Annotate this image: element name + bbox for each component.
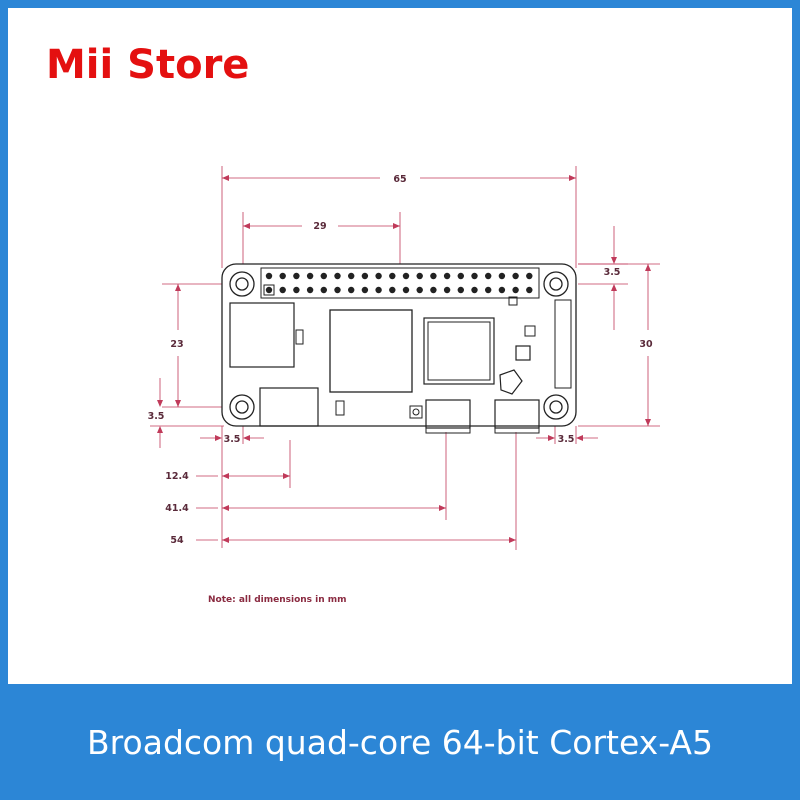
board-outline bbox=[221, 263, 577, 427]
gpio-pin bbox=[443, 272, 451, 280]
units-note: Note: all dimensions in mm bbox=[208, 595, 347, 605]
gpio-header bbox=[260, 267, 540, 299]
dim-mini-hdmi: 12.4 bbox=[165, 471, 189, 482]
gpio-pin bbox=[485, 272, 492, 280]
dim-width-total: 65 bbox=[393, 174, 406, 185]
gpio-pin bbox=[389, 272, 396, 280]
gpio-pin bbox=[485, 286, 492, 294]
mounting-holes bbox=[229, 271, 569, 420]
gpio-pin bbox=[471, 286, 478, 294]
gpio-pin bbox=[348, 272, 355, 280]
gpio-pin bbox=[416, 272, 423, 280]
gpio-pin bbox=[526, 286, 533, 294]
gpio-pin bbox=[430, 286, 437, 294]
dim-usb-power: 54 bbox=[170, 535, 184, 546]
dim-left-hole-offset: 3.5 bbox=[148, 411, 165, 422]
gpio-pin bbox=[457, 286, 464, 294]
gpio-pin bbox=[348, 286, 355, 294]
gpio-pin bbox=[430, 272, 437, 280]
gpio-pin bbox=[498, 286, 506, 294]
gpio-pin bbox=[389, 286, 396, 294]
gpio-pin bbox=[279, 272, 286, 280]
gpio-pin bbox=[334, 272, 341, 280]
dimension-lines bbox=[150, 166, 660, 550]
dim-top-hole-offset: 3.5 bbox=[604, 267, 621, 278]
gpio-pin bbox=[457, 272, 464, 280]
gpio-pin bbox=[526, 272, 533, 280]
gpio-pin bbox=[334, 286, 341, 294]
gpio-pin bbox=[265, 272, 273, 280]
gpio-pin bbox=[361, 272, 369, 280]
gpio-pin bbox=[375, 272, 382, 280]
gpio-pin bbox=[375, 286, 382, 294]
gpio-pin bbox=[265, 286, 273, 294]
product-caption: Broadcom quad-core 64-bit Cortex-A5 bbox=[87, 722, 713, 762]
gpio-pin bbox=[320, 272, 327, 280]
gpio-pin bbox=[443, 286, 451, 294]
gpio-pin bbox=[416, 286, 423, 294]
gpio-pin bbox=[512, 286, 519, 294]
store-logo: Mii Store bbox=[46, 42, 250, 88]
gpio-pin bbox=[498, 272, 506, 280]
dim-height-total: 30 bbox=[639, 339, 653, 350]
gpio-pin bbox=[361, 286, 369, 294]
gpio-pin bbox=[402, 286, 410, 294]
gpio-pin bbox=[279, 286, 286, 294]
dim-bottom-hole-offset: 3.5 bbox=[224, 434, 241, 445]
gpio-pin bbox=[293, 272, 300, 280]
dimension-arrows bbox=[157, 175, 651, 543]
gpio-pin bbox=[293, 286, 300, 294]
dim-usb-data: 41.4 bbox=[165, 503, 189, 514]
gpio-pin bbox=[512, 272, 519, 280]
board-components bbox=[229, 296, 572, 434]
dim-header-offset: 29 bbox=[313, 221, 326, 232]
dim-right-hole-offset: 3.5 bbox=[558, 434, 575, 445]
gpio-pin bbox=[402, 272, 410, 280]
gpio-pin bbox=[471, 272, 478, 280]
gpio-pin bbox=[320, 286, 327, 294]
gpio-pin bbox=[306, 272, 314, 280]
gpio-pin bbox=[306, 286, 314, 294]
dim-hole-height: 23 bbox=[170, 339, 183, 350]
